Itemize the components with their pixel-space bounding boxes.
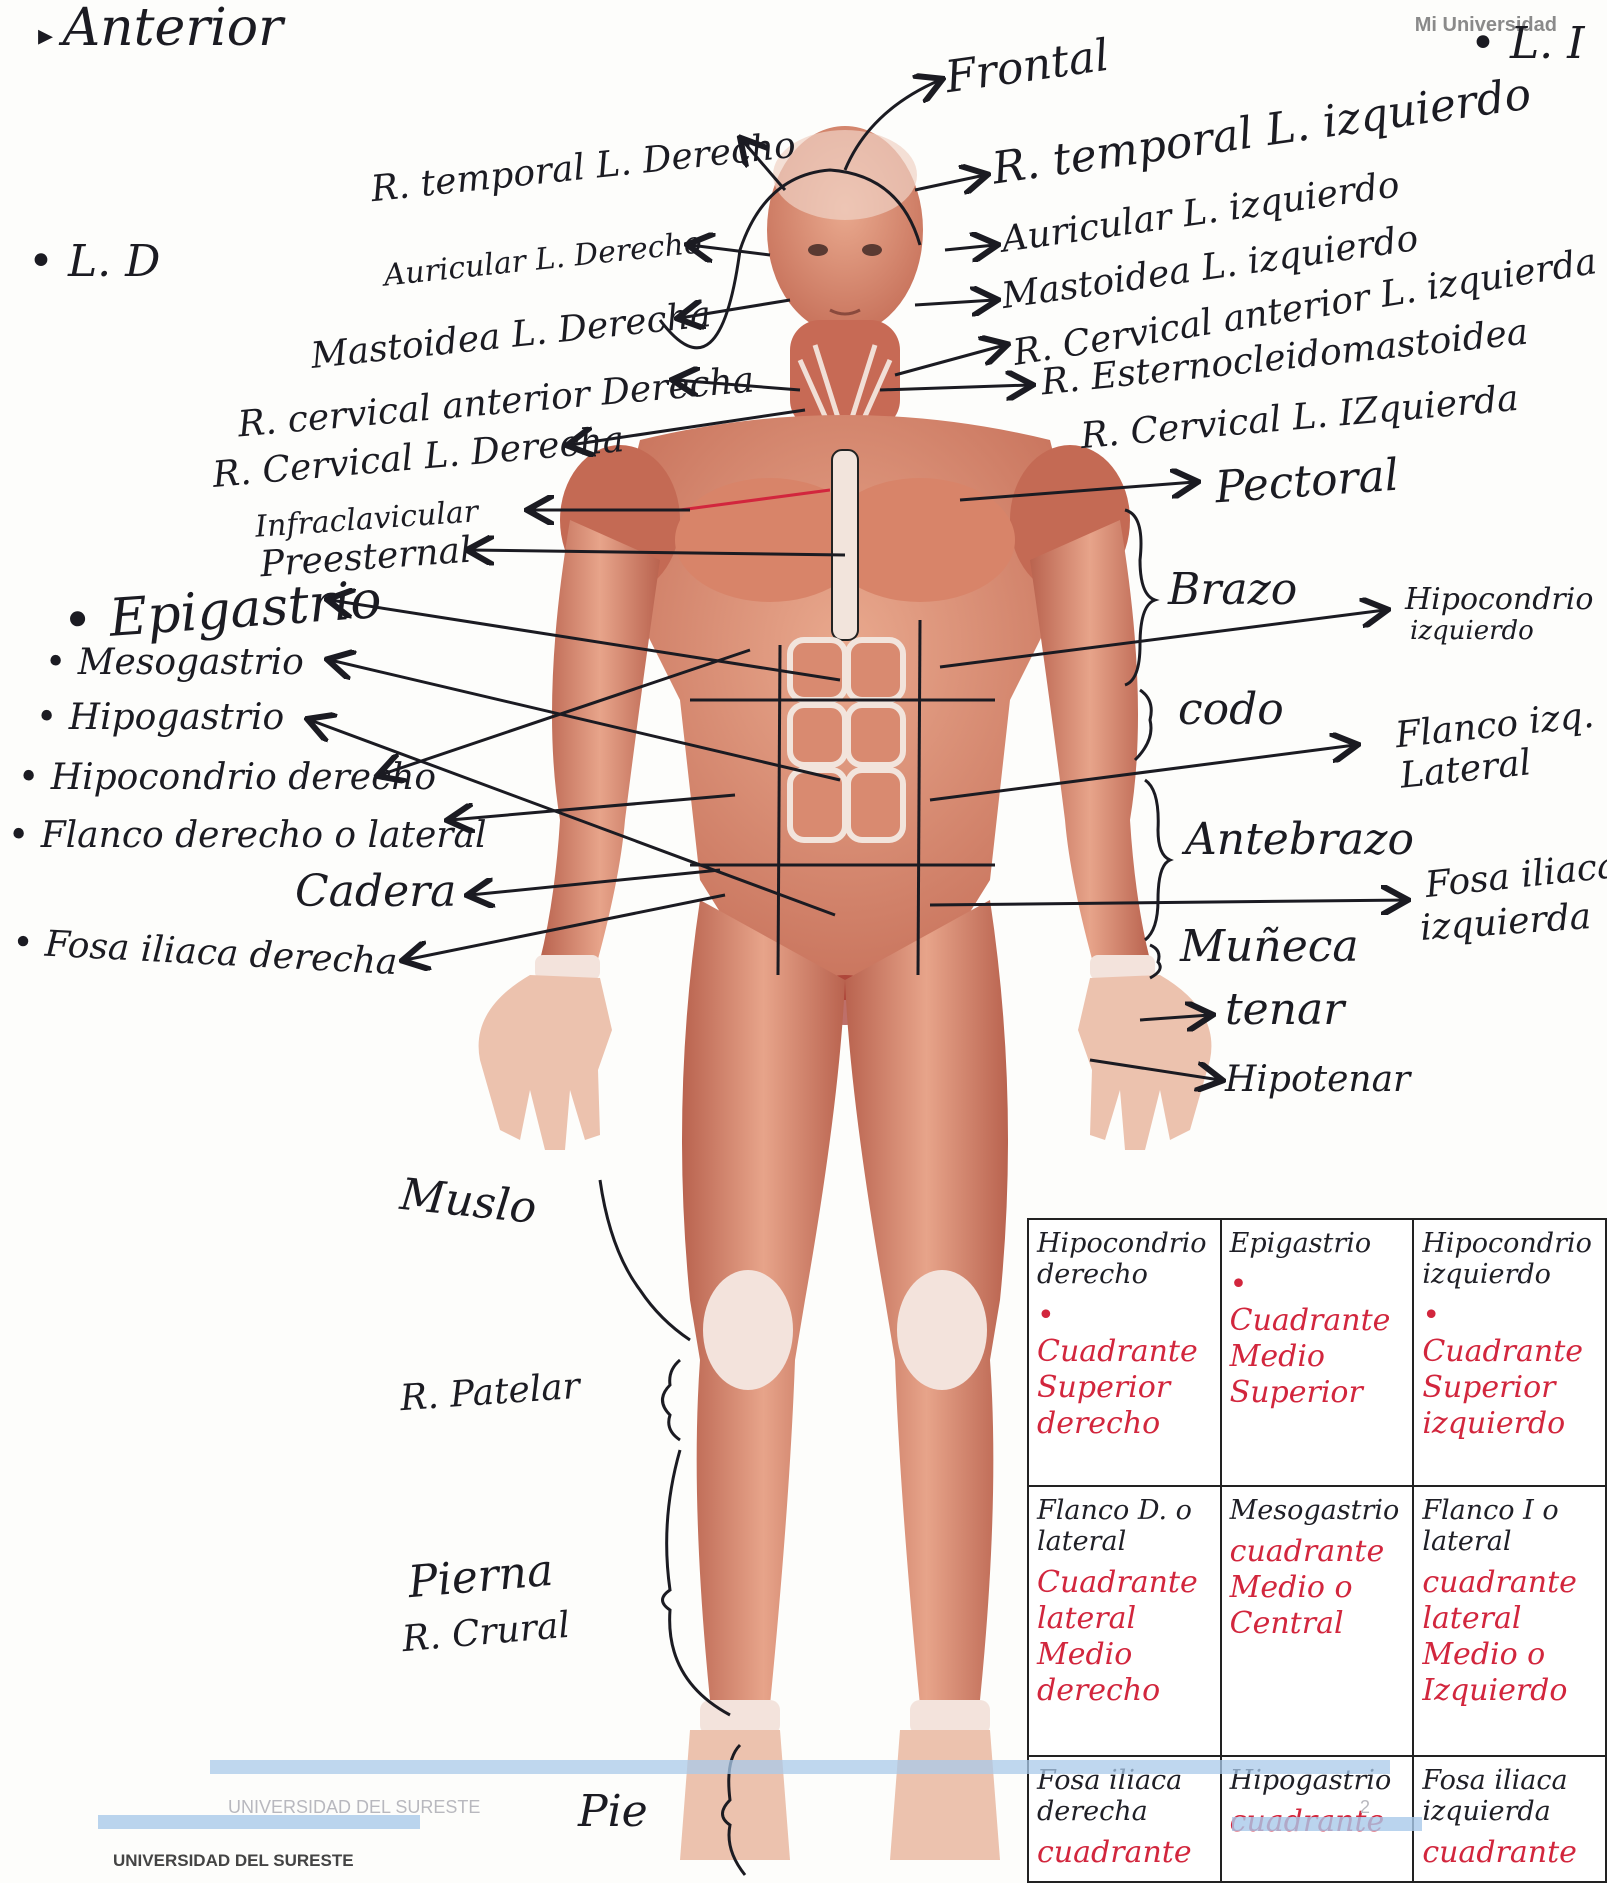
table-cell: Hipocondrio izquierdo • Cuadrante Superio… [1413,1219,1606,1486]
label-antebrazo: Antebrazo [1185,818,1414,862]
left-side-marker: • L. D [28,240,160,284]
label-mesogastrio: • Mesogastrio [45,645,304,681]
label-pie: Pie [578,1790,648,1834]
region-quadrant: Cuadrante lateral Medio derecho [1037,1565,1214,1709]
right-side-text: L. I [1510,18,1585,69]
figure-right-arm [540,520,660,970]
region-name: Flanco I o lateral [1422,1495,1599,1557]
label-flanco-derecho: • Flanco derecho o lateral [8,818,487,854]
region-quadrant: cuadrante Medio o Central [1230,1534,1407,1642]
table-cell: Epigastrio • Cuadrante Medio Superior [1221,1219,1414,1486]
label-flanco-derecho-text: Flanco derecho o lateral [41,815,487,856]
region-name: Fosa iliaca derecha [1037,1765,1214,1827]
label-mesogastrio-text: Mesogastrio [78,642,304,683]
label-brazo: Brazo [1168,568,1297,612]
footer-watermark-text: UNIVERSIDAD DEL SURESTE [228,1797,480,1818]
table-row: Hipocondrio derecho • Cuadrante Superior … [1028,1219,1606,1486]
region-quadrant: cuadrante [1037,1835,1214,1871]
region-quadrant: cuadrante [1422,1835,1599,1871]
label-hipogastrio-text: Hipogastrio [69,697,284,738]
region-quadrant: cuadrante lateral Medio o Izquierdo [1422,1565,1599,1709]
region-name: Flanco D. o lateral [1037,1495,1214,1557]
label-pectoral: Pectoral [1214,454,1400,511]
footer-institution: UNIVERSIDAD DEL SURESTE [113,1851,354,1871]
label-pierna: Pierna [406,1549,555,1605]
footer-page-number: 2 [1360,1797,1370,1818]
label-hipogastrio: • Hipogastrio [36,700,284,736]
table-cell: Hipocondrio derecho • Cuadrante Superior … [1028,1219,1221,1486]
label-codo: codo [1178,688,1284,732]
footer-bar-top [210,1760,1390,1774]
label-hipocondrio-izquierdo-2: izquierdo [1410,618,1534,644]
label-hipocondrio-derecho-text: Hipocondrio derecho [51,757,436,798]
label-cadera: Cadera [295,870,456,914]
label-hipotenar: Hipotenar [1225,1062,1410,1098]
region-quadrant: • Cuadrante Medio Superior [1230,1267,1407,1411]
abdominal-regions-table: Hipocondrio derecho • Cuadrante Superior … [1027,1218,1607,1883]
region-name: Hipocondrio derecho [1037,1228,1214,1290]
region-quadrant: • Cuadrante Superior izquierdo [1422,1298,1599,1442]
region-name: Fosa iliaca izquierda [1422,1765,1599,1827]
region-name: Epigastrio [1230,1228,1407,1259]
page-title-text: Anterior [63,0,283,58]
table-cell: Flanco I o lateral cuadrante lateral Medi… [1413,1486,1606,1756]
left-side-text: L. D [68,236,160,287]
label-muneca: Muñeca [1180,925,1359,969]
label-tenar: tenar [1225,988,1344,1032]
region-name: Mesogastrio [1230,1495,1407,1526]
label-hipocondrio-derecho: • Hipocondrio derecho [18,760,436,796]
table-cell: Fosa iliaca izquierda cuadrante [1413,1756,1606,1882]
footer-bar-right [1232,1817,1422,1831]
page-title: ▸ Anterior [38,2,283,54]
table-cell: Mesogastrio cuadrante Medio o Central [1221,1486,1414,1756]
label-hipocondrio-izquierdo-1: Hipocondrio [1405,585,1593,615]
figure-right-hand [479,975,612,1150]
table-cell: Fosa iliaca derecha cuadrante [1028,1756,1221,1882]
region-quadrant: • Cuadrante Superior derecho [1037,1298,1214,1442]
region-name: Hipocondrio izquierdo [1422,1228,1599,1290]
right-side-marker: • L. I [1470,22,1585,66]
